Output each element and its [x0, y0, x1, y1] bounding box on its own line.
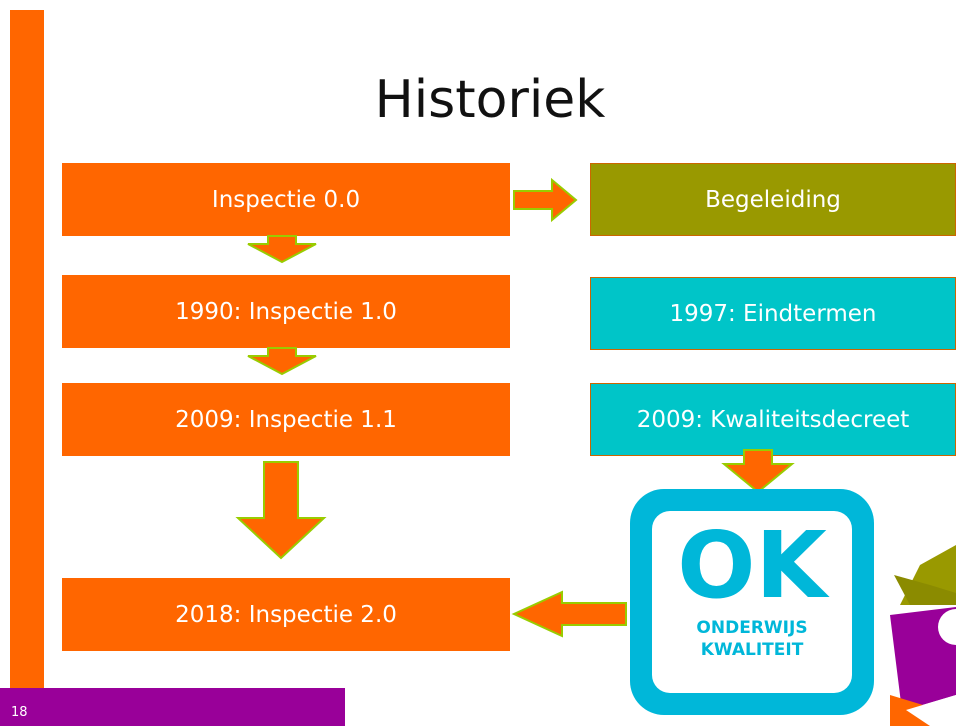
box-begeleiding: Begeleiding: [590, 163, 956, 236]
arrow-down-3: [235, 461, 327, 560]
box-eindtermen: 1997: Eindtermen: [590, 277, 956, 350]
footer-bar: [0, 688, 345, 726]
ok-logo-big-text: OK: [677, 512, 830, 619]
box-kwaliteitsdecreet: 2009: Kwaliteitsdecreet: [590, 383, 956, 456]
arrow-right-to-begeleiding: [513, 177, 578, 223]
arrow-left-to-inspectie-2: [511, 590, 627, 638]
box-inspectie-1-1: 2009: Inspectie 1.1: [62, 383, 510, 456]
box-inspectie-2: 2018: Inspectie 2.0: [62, 578, 510, 651]
ok-onderwijs-kwaliteit-logo: OK ONDERWIJS KWALITEIT: [630, 489, 874, 715]
arrow-down-1: [247, 235, 317, 264]
box-inspectie-1: 1990: Inspectie 1.0: [62, 275, 510, 348]
partial-decorative-logo: [890, 545, 956, 726]
left-accent-bar: [10, 10, 44, 690]
ok-logo-line2: KWALITEIT: [701, 640, 804, 660]
box-inspectie-0: Inspectie 0.0: [62, 163, 510, 236]
slide-title: Historiek: [374, 70, 606, 130]
page-number: 18: [11, 705, 28, 720]
ok-logo-line1: ONDERWIJS: [696, 618, 807, 638]
arrow-down-to-logo: [721, 449, 795, 494]
arrow-down-2: [247, 347, 317, 376]
